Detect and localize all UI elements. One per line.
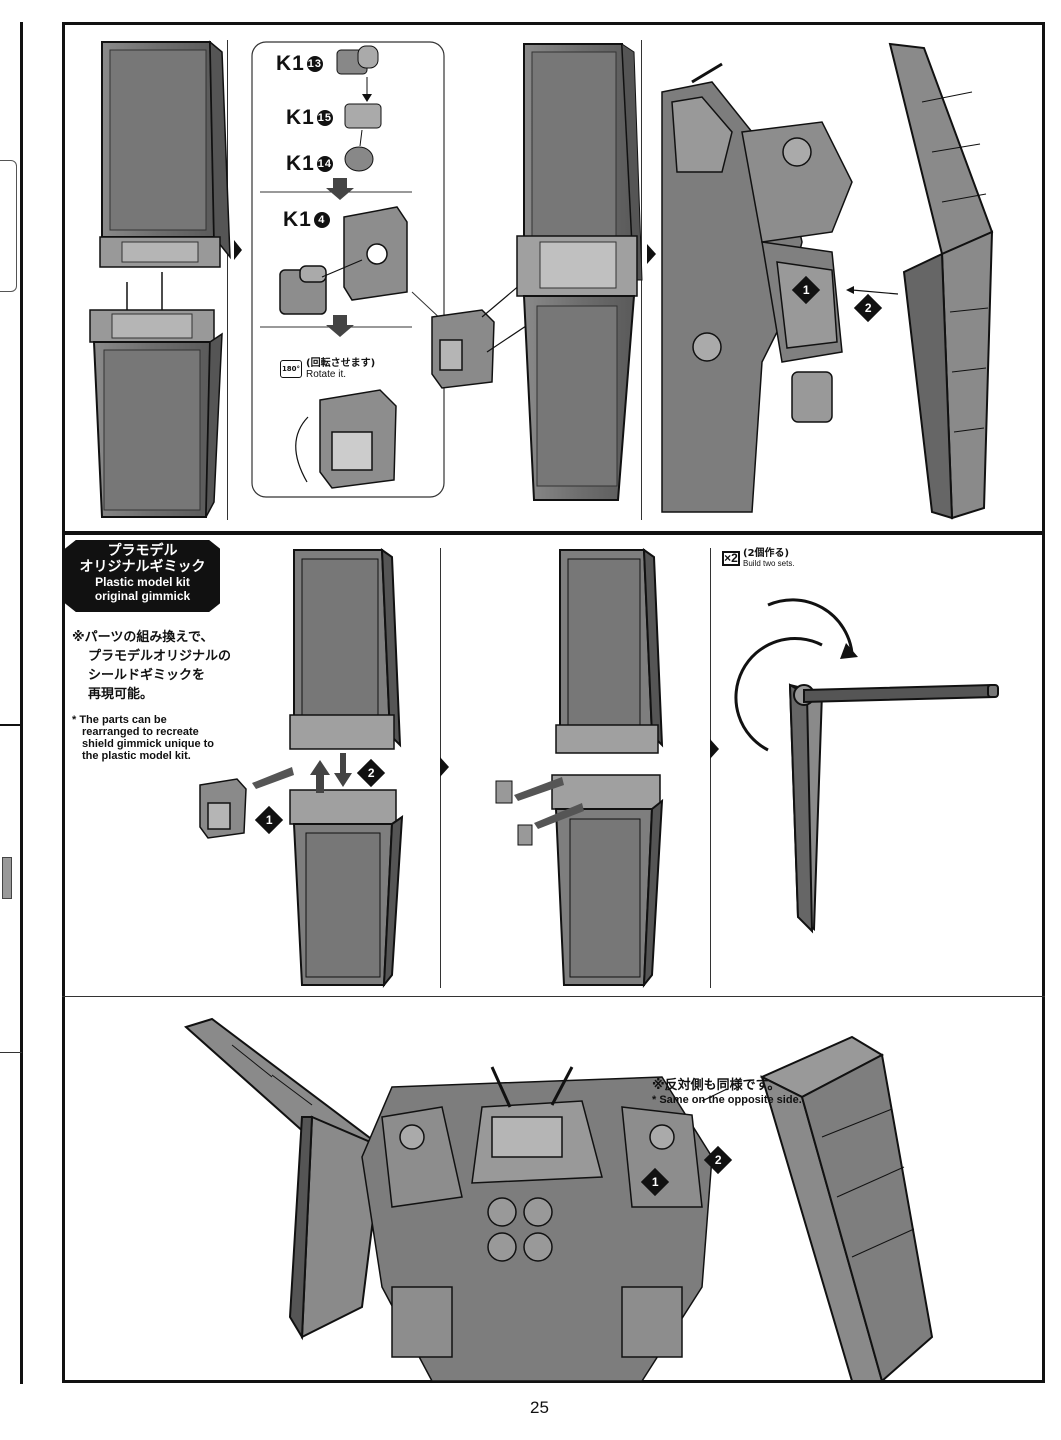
prev-page-edge — [0, 22, 23, 1384]
top-panel-art — [62, 22, 1045, 532]
divider-mid-2 — [710, 548, 711, 988]
top-panel-divider — [62, 531, 1045, 535]
rotate-icon: 180° — [280, 360, 302, 378]
rotate-instruction: 180° (回転させます) Rotate it. — [280, 358, 376, 380]
bottom-left-wing — [184, 1017, 384, 1341]
page-frame — [62, 22, 1045, 1383]
part-k1-14 — [344, 146, 374, 172]
shield-lower-piece — [89, 309, 223, 518]
build-count-box: ×2 — [722, 550, 740, 566]
shield-connector-part — [431, 309, 495, 389]
gimmick-note-en: * The parts can be rearranged to recreat… — [72, 714, 215, 762]
divider-top-1 — [227, 40, 228, 520]
opposite-side-note: ※反対側も同様です。 * Same on the opposite side. — [652, 1078, 802, 1106]
gimmick-shield-upper — [289, 548, 402, 750]
part-k1-4 — [343, 206, 408, 301]
bottom-right-wing — [759, 1035, 934, 1381]
wing-shield — [888, 42, 994, 520]
gimmick-shield-separated — [551, 548, 664, 989]
robot-front-view — [361, 1066, 713, 1381]
bottom-panel-divider — [62, 996, 1045, 997]
gimmick-removed-part — [199, 778, 247, 839]
joined-shield — [516, 43, 643, 501]
gimmick-note-jp: ※パーツの組み換えで、 プラモデルオリジナルの シールドギミックを 再現可能。 — [72, 630, 232, 702]
middle-panel-art — [62, 535, 1045, 997]
robot-side-view — [661, 62, 853, 513]
gimmick-shield-lower — [289, 789, 404, 989]
page-number: 25 — [530, 1398, 549, 1417]
part-rotated-assembly — [319, 389, 397, 489]
shield-upper-piece — [99, 40, 231, 268]
gimmick-folded-shield — [788, 683, 999, 934]
part-k1-15 — [344, 103, 382, 129]
part-k1-13 — [336, 45, 379, 75]
gimmick-badge: プラモデル オリジナルギミック Plastic model kit origin… — [65, 540, 220, 612]
bottom-panel-art — [62, 997, 1045, 1381]
build-two-sets: ×2 (2個作る) Build two sets. — [722, 548, 795, 568]
part-block — [279, 265, 327, 315]
